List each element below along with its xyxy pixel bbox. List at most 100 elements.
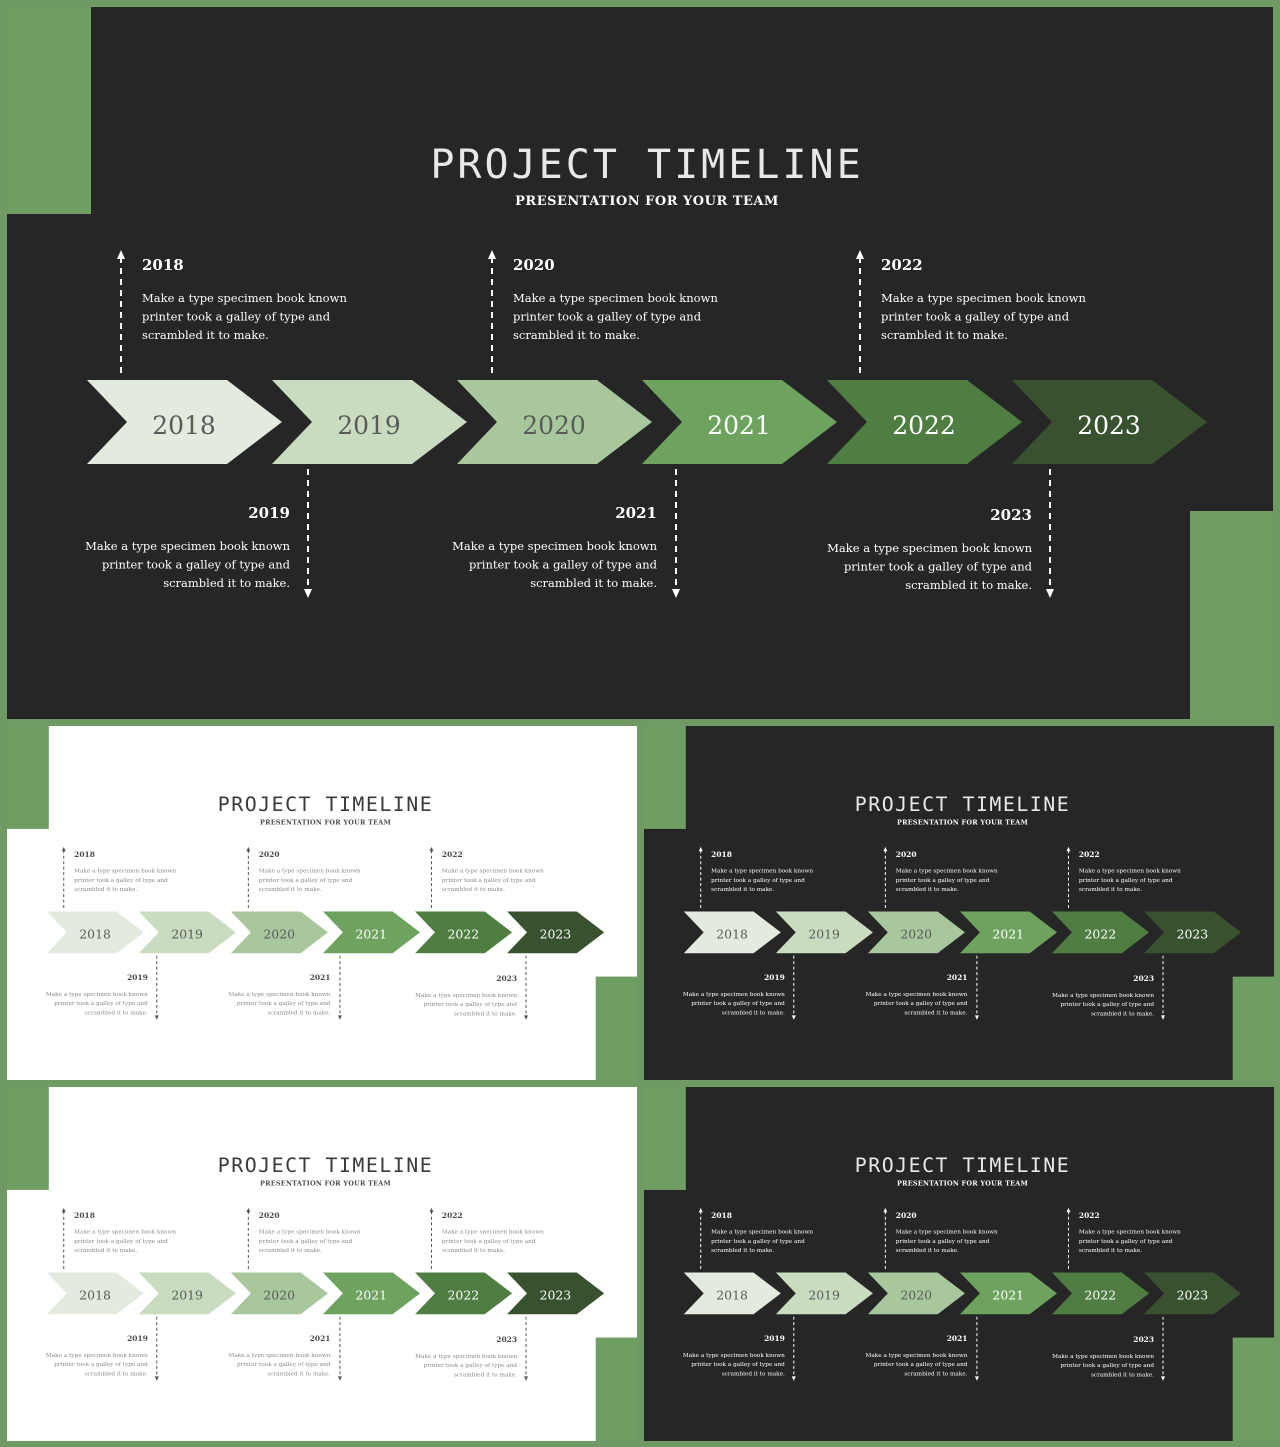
corner-accent-bottom-right (1190, 511, 1273, 719)
arrow-up-icon (61, 846, 66, 852)
chevron-2022 (415, 1272, 513, 1315)
thumbnail-slide-dark-1[interactable]: PROJECT TIMELINE PRESENTATION FOR YOUR TE… (644, 726, 1274, 1080)
slide-title: PROJECT TIMELINE (855, 793, 1070, 816)
milestone-description-line: scrambled it to make. (711, 887, 774, 893)
slide-subtitle: PRESENTATION FOR YOUR TEAM (897, 818, 1028, 826)
milestone-description-line: printer took a galley of type and (896, 878, 990, 884)
milestone-description-line: Make a type specimen book known (46, 992, 148, 998)
milestone-description-line: scrambled it to make. (530, 576, 657, 590)
slide-background (644, 1087, 1274, 1441)
milestone-description-line: Make a type specimen book known (896, 869, 998, 875)
milestone-description-line: Make a type specimen book known (442, 1230, 544, 1236)
arrow-up-icon (429, 1207, 434, 1213)
milestone-description-line: printer took a galley of type and (54, 1362, 148, 1368)
milestone-description-line: Make a type specimen book known (142, 291, 347, 305)
milestone-description-line: Make a type specimen book known (415, 1354, 517, 1360)
milestone-description-line: Make a type specimen book known (74, 869, 176, 875)
milestone-year: 2020 (259, 850, 280, 859)
milestone-description-line: printer took a galley of type and (844, 560, 1033, 574)
milestone-description-line: scrambled it to make. (904, 1371, 967, 1377)
arrow-up-icon (246, 846, 251, 852)
chevron-year-label: 2023 (1077, 411, 1141, 440)
chevron-2022 (827, 380, 1022, 464)
milestone-description-line: printer took a galley of type and (711, 1239, 805, 1245)
milestone-description-line: scrambled it to make. (1079, 887, 1142, 893)
chevron-2022 (1052, 1272, 1150, 1315)
milestone-year: 2023 (496, 1335, 517, 1344)
chevron-year-label: 2023 (540, 1287, 572, 1302)
chevron-2020 (230, 1272, 328, 1315)
corner-accent-bottom-right (595, 976, 637, 1080)
chevron-year-label: 2018 (716, 926, 748, 941)
milestone-year: 2022 (442, 850, 463, 859)
chevron-year-label: 2021 (992, 926, 1024, 941)
milestone-year: 2019 (764, 973, 785, 982)
chevron-year-label: 2019 (171, 1287, 203, 1302)
milestone-year: 2019 (127, 1334, 148, 1343)
corner-accent-top-left (644, 1087, 686, 1190)
milestone-year: 2021 (310, 973, 331, 982)
milestone-year: 2020 (513, 256, 555, 274)
slide-background (644, 726, 1274, 1080)
chevron-2023 (1144, 911, 1242, 954)
milestone-description-line: scrambled it to make. (454, 1372, 517, 1378)
arrow-down-icon (791, 1376, 796, 1381)
corner-accent-bottom-right (1232, 1337, 1274, 1441)
chevron-2019 (775, 911, 873, 954)
chevron-year-label: 2023 (1177, 1287, 1209, 1302)
chevron-year-label: 2021 (992, 1287, 1024, 1302)
milestone-year: 2023 (990, 506, 1032, 524)
milestone-description-line: printer took a galley of type and (469, 558, 658, 572)
corner-accent-top-left (7, 1087, 49, 1190)
chevron-2022 (415, 911, 513, 954)
chevron-year-label: 2018 (716, 1287, 748, 1302)
milestone-description-line: Make a type specimen book known (85, 539, 290, 553)
milestone-year: 2021 (615, 504, 657, 522)
arrow-down-icon (337, 1015, 342, 1020)
chevron-year-label: 2022 (892, 411, 956, 440)
arrow-up-icon (117, 250, 125, 259)
milestone-description-line: printer took a galley of type and (1060, 1363, 1154, 1369)
milestone-description-line: scrambled it to make. (896, 1248, 959, 1254)
milestone-description-line: printer took a galley of type and (237, 1001, 331, 1007)
milestone-description-line: Make a type specimen book known (1079, 869, 1181, 875)
arrow-up-icon (698, 846, 703, 852)
milestone-description-line: Make a type specimen book known (442, 869, 544, 875)
milestone-description-line: Make a type specimen book known (452, 539, 657, 553)
milestone-description-line: printer took a galley of type and (513, 310, 702, 324)
chevron-2018 (683, 1272, 781, 1315)
milestone-description-line: scrambled it to make. (259, 887, 322, 893)
milestone-description-line: Make a type specimen book known (683, 1353, 785, 1359)
slide-subtitle: PRESENTATION FOR YOUR TEAM (897, 1179, 1028, 1187)
milestone-year: 2021 (947, 973, 968, 982)
milestone-year: 2018 (74, 1211, 95, 1220)
milestone-year: 2022 (1079, 850, 1100, 859)
arrow-up-icon (246, 1207, 251, 1213)
chevron-year-label: 2020 (900, 926, 932, 941)
chevron-year-label: 2021 (355, 926, 387, 941)
chevron-year-label: 2019 (808, 1287, 840, 1302)
milestone-description-line: Make a type specimen book known (74, 1230, 176, 1236)
milestone-year: 2020 (896, 850, 917, 859)
milestone-description-line: Make a type specimen book known (259, 1230, 361, 1236)
milestone-description-line: Make a type specimen book known (1079, 1230, 1181, 1236)
corner-accent-top-left (644, 726, 686, 829)
arrow-down-icon (524, 1376, 529, 1381)
chevron-year-label: 2020 (522, 411, 586, 440)
chevron-year-label: 2023 (1177, 926, 1209, 941)
